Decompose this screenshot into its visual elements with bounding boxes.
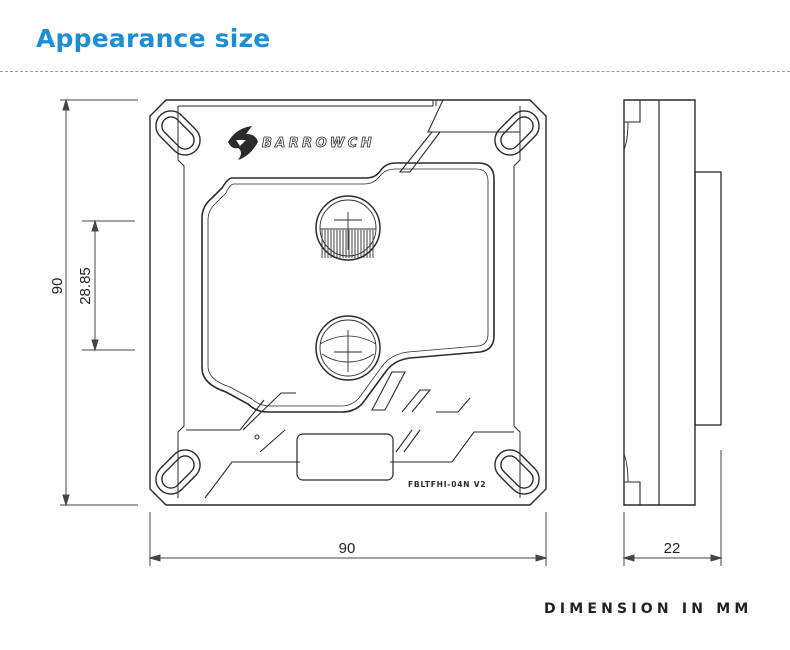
inlet-port — [315, 195, 381, 261]
dimension-port-spacing-label: 28.85 — [77, 267, 94, 305]
indicator-dot — [254, 434, 260, 440]
shark-logo — [228, 126, 258, 160]
mounting-hole-bottom-right — [494, 449, 540, 495]
dimension-lines — [60, 98, 723, 566]
side-view — [623, 99, 722, 506]
acrylic-window-inner — [207, 168, 489, 407]
coldplate-base — [694, 171, 722, 426]
block-inner-border — [177, 100, 521, 498]
dimension-height-label: 90 — [49, 278, 66, 295]
side-profile — [623, 99, 696, 506]
dashed-divider — [0, 71, 790, 72]
section-title: Appearance size — [36, 24, 271, 53]
mounting-hole-bottom-left — [155, 449, 201, 495]
block-outline — [149, 99, 547, 506]
mounting-hole-top-left — [155, 110, 201, 156]
units-note: DIMENSION IN MM — [544, 601, 753, 617]
brand-logo-text: BARROWCH — [262, 136, 375, 151]
dimension-thickness-label: 22 — [664, 540, 681, 557]
nameplate — [296, 433, 394, 481]
model-label: FBLTFHI-04N V2 — [408, 480, 486, 489]
mounting-hole-top-right — [494, 110, 540, 156]
outlet-port — [315, 315, 381, 381]
front-view — [149, 99, 547, 506]
acrylic-window — [201, 162, 495, 413]
dimension-width-label: 90 — [339, 540, 356, 557]
groove-lines — [186, 99, 520, 499]
